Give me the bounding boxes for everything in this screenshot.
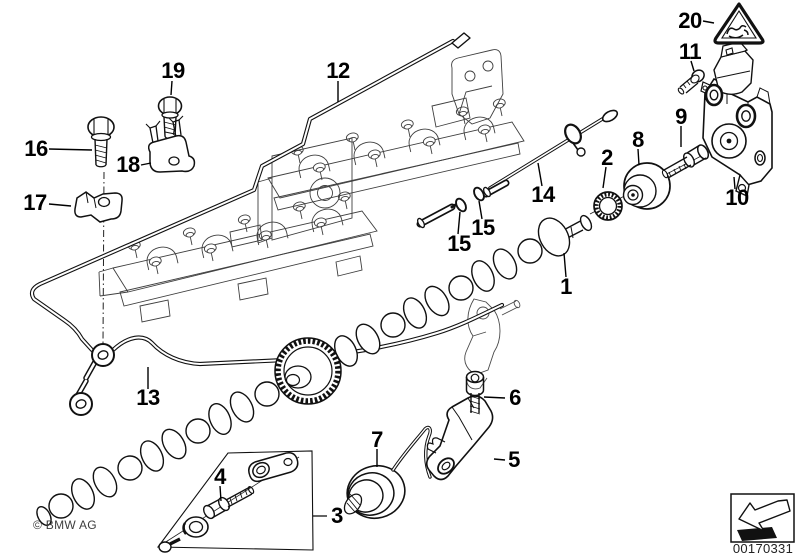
bushing-washer	[182, 516, 209, 538]
callout-5[interactable]: 5	[508, 447, 520, 472]
callout-7[interactable]: 7	[371, 427, 383, 452]
callout-15b[interactable]: 15	[447, 231, 471, 256]
bolt-6	[465, 370, 485, 415]
bolt-16	[87, 116, 115, 168]
callout-18[interactable]: 18	[116, 152, 140, 177]
bolt-11	[677, 69, 705, 95]
bracket-18	[145, 115, 196, 173]
seal-ring-15-a	[453, 196, 469, 214]
cylinder-head-ghost	[98, 49, 525, 323]
bolt-19	[157, 96, 183, 140]
callout-20[interactable]: 20	[678, 8, 702, 33]
actuator-rod-14	[416, 109, 619, 229]
spring-7	[343, 425, 432, 520]
bracket-17	[74, 191, 123, 223]
copyright-notice: © BMW AG	[33, 518, 97, 532]
callout-12[interactable]: 12	[326, 58, 350, 83]
callout-11[interactable]: 11	[678, 39, 702, 64]
direction-arrow-icon	[730, 493, 795, 543]
rod-hook-end	[601, 109, 619, 123]
callout-9[interactable]: 9	[675, 104, 687, 129]
pinch-hazard-pictogram	[726, 24, 749, 39]
rod-clamp	[564, 123, 582, 145]
callout-16[interactable]: 16	[24, 136, 48, 161]
sensor-bracket-5	[425, 395, 494, 481]
callout-14[interactable]: 14	[531, 182, 555, 207]
callout-6[interactable]: 6	[509, 385, 521, 410]
bolt-4	[202, 486, 255, 520]
callout-13[interactable]: 13	[136, 385, 160, 410]
callout-15a[interactable]: 15	[471, 215, 495, 240]
callout-3[interactable]: 3	[331, 503, 343, 528]
actuator-unit-8	[622, 162, 671, 210]
callout-10[interactable]: 10	[725, 185, 749, 210]
doc-number: 00170331	[732, 541, 794, 556]
callout-8[interactable]: 8	[632, 127, 644, 152]
oil-pipe-12	[29, 32, 471, 353]
callout-2[interactable]: 2	[601, 145, 613, 170]
bolt-9	[661, 144, 710, 179]
leader-lines	[48, 20, 736, 502]
callout-17[interactable]: 17	[23, 190, 47, 215]
camshaft-gear	[274, 337, 342, 405]
bearing-ring-2	[593, 191, 623, 221]
pinch-hazard-warning-triangle-icon	[713, 2, 765, 45]
kit-box-3	[156, 450, 327, 553]
small-bolt	[158, 537, 181, 553]
callout-4[interactable]: 4	[214, 464, 226, 489]
callout-1[interactable]: 1	[560, 274, 572, 299]
camshaft-1	[36, 214, 593, 526]
callout-19[interactable]: 19	[161, 58, 185, 83]
housing-10	[700, 41, 773, 198]
